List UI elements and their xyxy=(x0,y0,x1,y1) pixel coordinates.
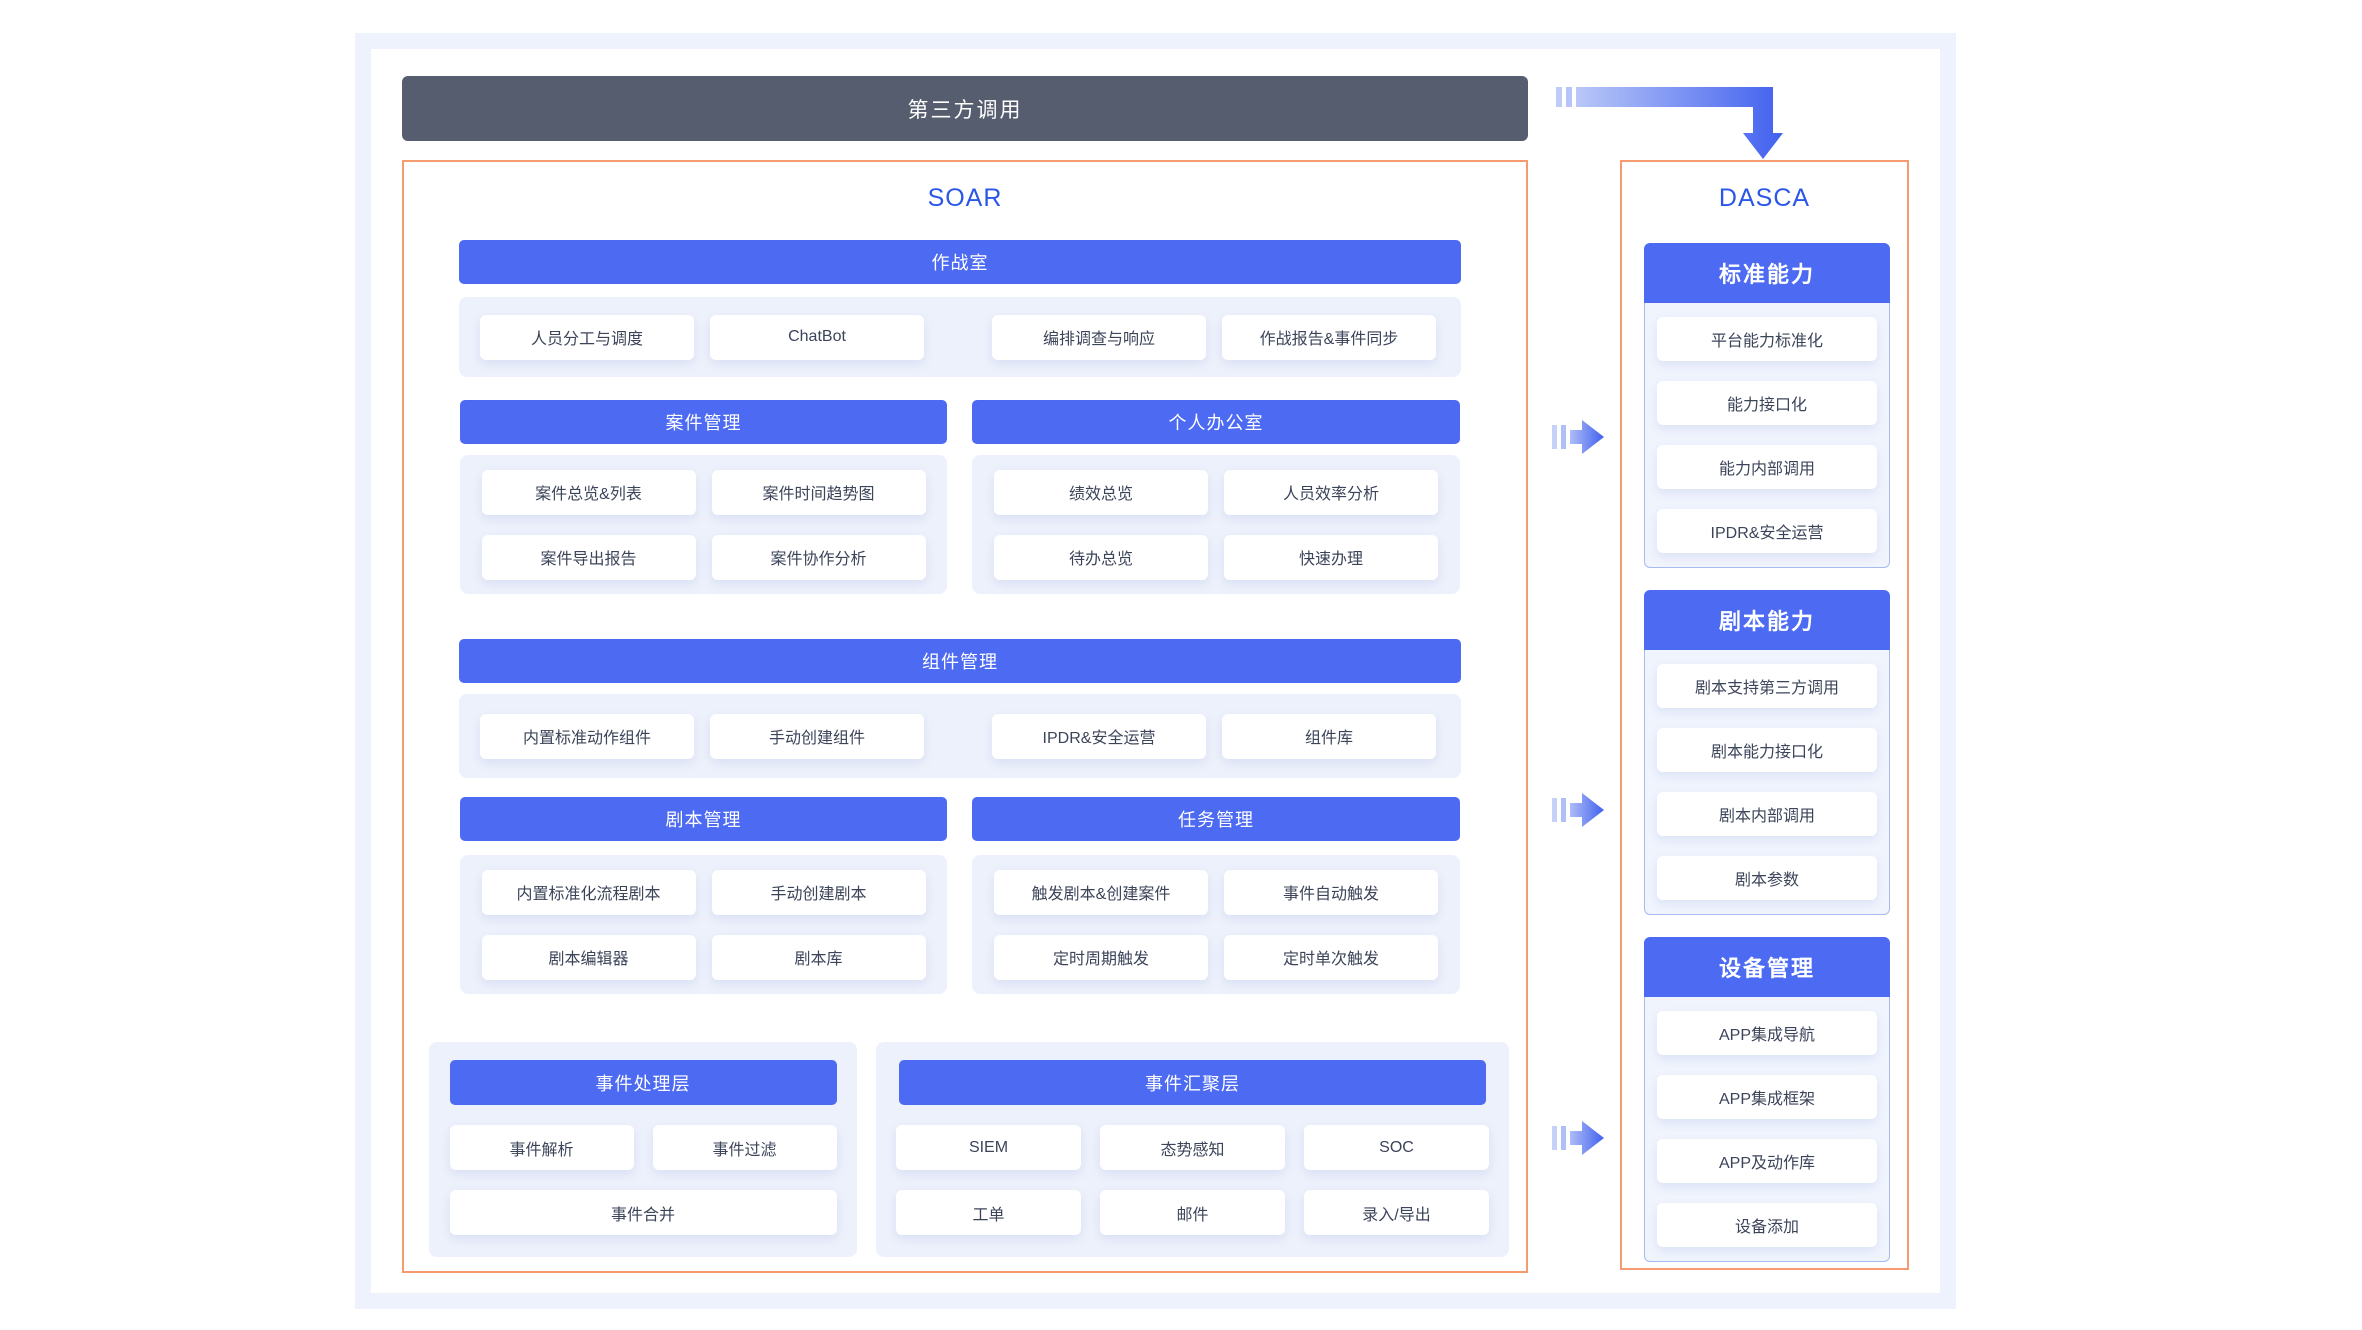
module-button: APP集成导航 xyxy=(1657,1011,1877,1055)
diagram-frame: 第三方调用 xyxy=(355,33,1956,1309)
section-header-personal-office: 个人办公室 xyxy=(972,400,1460,444)
flow-arrow-right-icon xyxy=(1552,420,1604,454)
module-button: 绩效总览 xyxy=(994,469,1208,515)
module-button: 设备添加 xyxy=(1657,1203,1877,1247)
module-button: 平台能力标准化 xyxy=(1657,317,1877,361)
third-party-bar: 第三方调用 xyxy=(402,76,1528,141)
module-button: IPDR&安全运营 xyxy=(992,713,1206,759)
module-container-personal-office: 绩效总览人员效率分析待办总览快速办理 xyxy=(972,455,1460,594)
dasca-group-device-mgmt: 设备管理 APP集成导航 APP集成框架 APP及动作库设备添加 xyxy=(1644,937,1890,1262)
module-button: 案件导出报告 xyxy=(481,534,696,580)
dasca-group-modules: 剧本支持第三方调用剧本能力接口化剧本内部调用剧本参数 xyxy=(1644,650,1890,915)
module-button: 案件协作分析 xyxy=(711,534,926,580)
module-button: 案件总览&列表 xyxy=(481,469,696,515)
dasca-group-header: 设备管理 xyxy=(1644,937,1890,997)
module-button: 内置标准化流程剧本 xyxy=(481,869,696,915)
module-container-event-aggregation: SIEM 态势感知 SOC 工单邮件录入/导出 xyxy=(876,1125,1509,1235)
section-header-playbook-mgmt: 剧本管理 xyxy=(460,797,947,841)
dasca-panel: DASCA 标准能力 平台能力标准化能力接口化能力内部调用 IPDR&安全运营 剧… xyxy=(1620,160,1909,1270)
module-button: 邮件 xyxy=(1100,1190,1285,1235)
section-header-component-mgmt: 组件管理 xyxy=(459,639,1461,683)
dasca-group-modules: APP集成导航 APP集成框架 APP及动作库设备添加 xyxy=(1644,997,1890,1262)
module-button: 能力内部调用 xyxy=(1657,445,1877,489)
module-button: 事件自动触发 xyxy=(1224,869,1438,915)
module-button: 定时单次触发 xyxy=(1224,934,1438,980)
module-button: 态势感知 xyxy=(1100,1125,1285,1170)
section-event-processing: 事件处理层 事件解析事件过滤事件合并 xyxy=(429,1042,857,1257)
module-button: 能力接口化 xyxy=(1657,381,1877,425)
section-header-event-aggregation: 事件汇聚层 xyxy=(899,1060,1486,1105)
module-button: 事件解析 xyxy=(449,1125,634,1170)
module-button: 手动创建剧本 xyxy=(711,869,926,915)
module-button: 剧本能力接口化 xyxy=(1657,728,1877,772)
module-container-event-processing: 事件解析事件过滤事件合并 xyxy=(429,1125,857,1235)
module-button: 录入/导出 xyxy=(1304,1190,1489,1235)
flow-arrow-right-icon xyxy=(1552,793,1604,827)
section-header-case-mgmt: 案件管理 xyxy=(460,400,947,444)
module-button: 待办总览 xyxy=(994,534,1208,580)
dasca-group-playbook-capability: 剧本能力 剧本支持第三方调用剧本能力接口化剧本内部调用剧本参数 xyxy=(1644,590,1890,915)
module-container-component-mgmt: 内置标准动作组件手动创建组件 IPDR&安全运营组件库 xyxy=(459,694,1461,778)
module-button: 剧本库 xyxy=(711,934,926,980)
module-button: 剧本内部调用 xyxy=(1657,792,1877,836)
module-button: 作战报告&事件同步 xyxy=(1222,314,1436,360)
module-container-playbook-mgmt: 内置标准化流程剧本手动创建剧本剧本编辑器剧本库 xyxy=(460,855,947,994)
module-button: 定时周期触发 xyxy=(994,934,1208,980)
dasca-group-header: 标准能力 xyxy=(1644,243,1890,303)
section-header-event-processing: 事件处理层 xyxy=(449,1060,837,1105)
dasca-group-standard-capability: 标准能力 平台能力标准化能力接口化能力内部调用 IPDR&安全运营 xyxy=(1644,243,1890,568)
module-container-task-mgmt: 触发剧本&创建案件事件自动触发定时周期触发定时单次触发 xyxy=(972,855,1460,994)
module-button: 剧本支持第三方调用 xyxy=(1657,664,1877,708)
module-button: 事件过滤 xyxy=(652,1125,837,1170)
dasca-panel-title: DASCA xyxy=(1718,184,1811,212)
module-button: ChatBot xyxy=(710,314,924,360)
dasca-group-modules: 平台能力标准化能力接口化能力内部调用 IPDR&安全运营 xyxy=(1644,303,1890,568)
module-button: 人员效率分析 xyxy=(1224,469,1438,515)
module-button: 编排调查与响应 xyxy=(992,314,1206,360)
module-button: 案件时间趋势图 xyxy=(711,469,926,515)
soar-panel-title: SOAR xyxy=(927,184,1003,212)
module-button: 事件合并 xyxy=(449,1190,837,1235)
section-header-war-room: 作战室 xyxy=(459,240,1461,284)
diagram-card: 第三方调用 xyxy=(371,49,1940,1293)
module-container-case-mgmt: 案件总览&列表案件时间趋势图案件导出报告案件协作分析 xyxy=(460,455,947,594)
module-container-war-room: 人员分工与调度 ChatBot 编排调查与响应作战报告&事件同步 xyxy=(459,297,1461,377)
module-button: APP集成框架 xyxy=(1657,1075,1877,1119)
module-button: 触发剧本&创建案件 xyxy=(994,869,1208,915)
third-party-bar-label: 第三方调用 xyxy=(907,98,1023,122)
module-button: 人员分工与调度 xyxy=(480,314,694,360)
module-button: IPDR&安全运营 xyxy=(1657,509,1877,553)
flow-arrow-right-icon xyxy=(1552,1121,1604,1155)
module-button: 工单 xyxy=(896,1190,1081,1235)
dasca-group-header: 剧本能力 xyxy=(1644,590,1890,650)
flow-arrow-top-icon xyxy=(1556,87,1783,159)
module-button: 剧本参数 xyxy=(1657,856,1877,900)
section-header-task-mgmt: 任务管理 xyxy=(972,797,1460,841)
module-button: 手动创建组件 xyxy=(710,713,924,759)
module-button: APP及动作库 xyxy=(1657,1139,1877,1183)
module-button: 组件库 xyxy=(1222,713,1436,759)
module-button: 剧本编辑器 xyxy=(481,934,696,980)
section-event-aggregation: 事件汇聚层 SIEM 态势感知 SOC 工单邮件录入/导出 xyxy=(876,1042,1509,1257)
module-button: 快速办理 xyxy=(1224,534,1438,580)
module-button: SOC xyxy=(1304,1125,1489,1170)
module-button: 内置标准动作组件 xyxy=(480,713,694,759)
module-button: SIEM xyxy=(896,1125,1081,1170)
